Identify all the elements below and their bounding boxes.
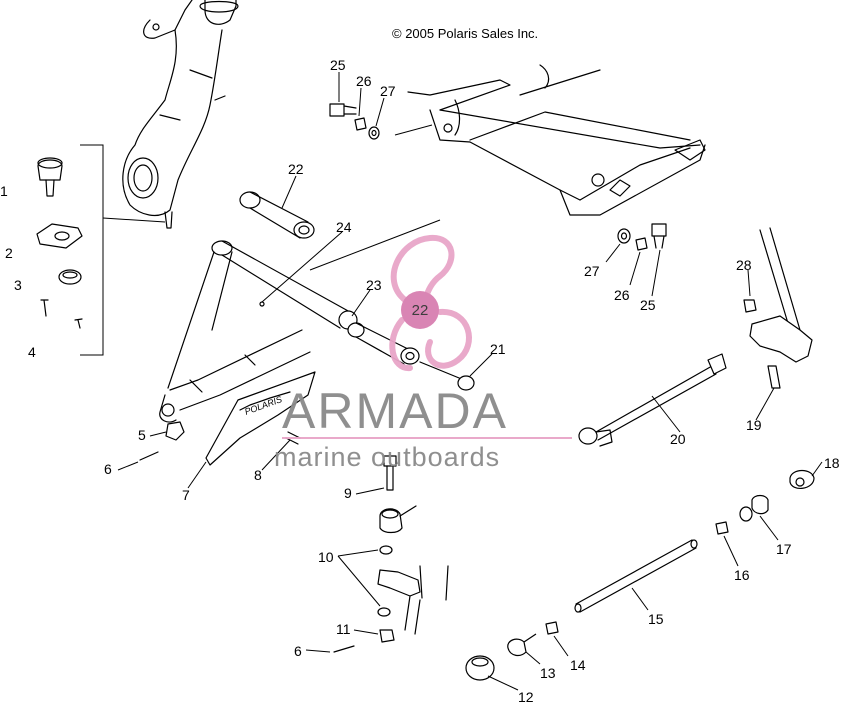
- cotter-pin-lower: [333, 645, 355, 653]
- leader-6: [117, 461, 139, 471]
- jam-nut-13: [507, 633, 537, 657]
- steering-knuckle: [122, 0, 239, 229]
- washer-10b: [377, 607, 391, 617]
- callout-27b: 27: [584, 263, 600, 279]
- retainer-plate-hole: [54, 231, 70, 241]
- leader-8: [261, 439, 291, 471]
- watermark-tagline: marine outboards: [274, 442, 500, 472]
- tie-rod-end-upper: [379, 505, 417, 534]
- upper-hardware-leaders: [338, 72, 433, 136]
- fasteners: [40, 299, 83, 329]
- steering-arm: [377, 565, 449, 635]
- callout-14: 14: [570, 657, 586, 673]
- callout-15: 15: [648, 611, 664, 627]
- watermark-propeller-logo: 22: [389, 234, 472, 371]
- retainer-plate: [36, 223, 83, 249]
- leader-11: [353, 629, 379, 635]
- callout-25b: 25: [640, 297, 656, 313]
- callout-5: 5: [138, 427, 146, 443]
- callout-21: 21: [490, 341, 506, 357]
- leader-12: [487, 675, 519, 691]
- bolt-9: [383, 455, 397, 491]
- leader-15: [631, 587, 649, 611]
- callout-8: 8: [254, 467, 262, 483]
- callout-26a: 26: [356, 73, 372, 89]
- callout-7: 7: [182, 487, 190, 503]
- leader-17: [759, 515, 779, 541]
- callout-labels: 1 2 3 4 5 6 7 8 9 10 11 6 12 13 14 15 16…: [0, 57, 840, 704]
- leader-22: [281, 175, 297, 209]
- nut-14: [545, 621, 559, 635]
- callout-13: 13: [540, 665, 556, 681]
- callout-17: 17: [776, 541, 792, 557]
- leader-6b: [305, 649, 331, 653]
- callout-2: 2: [5, 245, 13, 261]
- callout-11: 11: [336, 621, 351, 637]
- leader-9: [355, 487, 385, 495]
- bracket-leader: [102, 217, 166, 223]
- leader-13: [525, 651, 541, 665]
- leader-5: [149, 431, 167, 437]
- leader-18: [811, 461, 823, 477]
- callout-24: 24: [336, 219, 352, 235]
- tie-rod-20: [578, 353, 727, 447]
- callout-10: 10: [318, 549, 334, 565]
- washer-10a: [379, 545, 393, 555]
- leader-20: [651, 395, 681, 433]
- skid-guard: POLARIS: [205, 371, 316, 466]
- nut-16: [715, 521, 729, 535]
- tie-rod-end-12: [465, 655, 495, 681]
- pivot-tube-upper: [239, 191, 315, 239]
- leader-10: [337, 549, 381, 607]
- callout-18: 18: [824, 455, 840, 471]
- ball-joint: [37, 157, 63, 197]
- callout-25a: 25: [330, 57, 346, 73]
- callout-16: 16: [734, 567, 750, 583]
- callout-12: 12: [518, 689, 534, 704]
- callout-27a: 27: [380, 83, 396, 99]
- leader-16: [723, 535, 739, 567]
- watermark-brand: ARMADA: [282, 383, 508, 439]
- frame-section: [407, 64, 706, 216]
- callout-20: 20: [670, 431, 686, 447]
- leaders-21-23: [351, 289, 493, 377]
- callout-28: 28: [736, 257, 752, 273]
- steering-post: [743, 227, 813, 389]
- callout-22: 22: [288, 161, 304, 177]
- cotter-pin: [139, 451, 159, 461]
- callout-6a: 6: [104, 461, 112, 477]
- callout-4: 4: [28, 344, 36, 360]
- callout-1: 1: [0, 183, 8, 199]
- watermark-badge-number: 22: [412, 302, 429, 319]
- bolt-washer-set-upper: [329, 103, 380, 140]
- dust-cap-rim: [62, 271, 78, 279]
- callout-23: 23: [366, 277, 382, 293]
- bolt-washer-set-lower: [617, 223, 667, 251]
- copyright-text: © 2005 Polaris Sales Inc.: [392, 26, 538, 41]
- callout-3: 3: [14, 277, 22, 293]
- castle-nut: [165, 421, 185, 441]
- tie-rod-15: [574, 539, 698, 613]
- leader-14: [553, 635, 569, 657]
- lower-hardware-leaders: [605, 243, 661, 297]
- leader-7: [187, 461, 207, 489]
- leader-24: [261, 231, 343, 303]
- watermark: 22 ARMADA marine outboards: [274, 234, 572, 472]
- callout-9: 9: [344, 485, 352, 501]
- group-bracket: [80, 144, 104, 356]
- pivot-tube-lower: [347, 322, 475, 391]
- callout-19: 19: [746, 417, 762, 433]
- tie-rod-end-17: [739, 494, 769, 522]
- callout-26b: 26: [614, 287, 630, 303]
- nut-11: [379, 629, 395, 643]
- ball-socket-18: [789, 469, 815, 489]
- callout-6b: 6: [294, 643, 302, 659]
- leaders-28-19: [747, 269, 775, 421]
- reference-line: [309, 219, 441, 271]
